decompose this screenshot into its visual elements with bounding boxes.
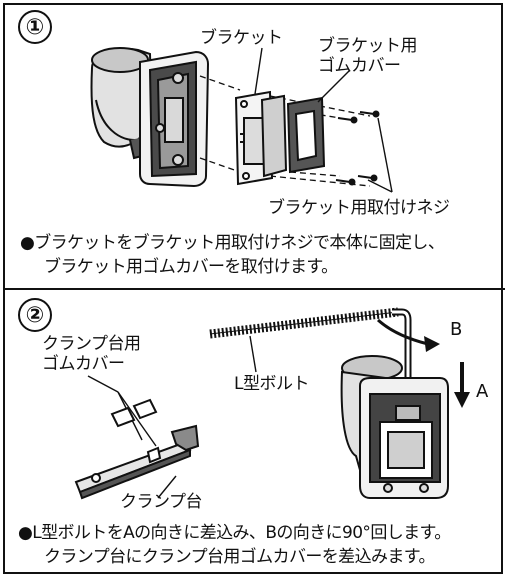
step2-caption-line2: クランプ台にクランプ台用ゴムカバーを差込みます。 (44, 547, 435, 567)
screws (335, 110, 380, 186)
clamp-rubber-covers (110, 398, 158, 428)
step2-number: ② (18, 298, 52, 332)
label-arrow-a: A (476, 381, 488, 402)
l-bolt (209, 307, 412, 420)
camera-body-2 (340, 355, 449, 499)
label-arrow-b: B (450, 319, 462, 340)
arrow-b-head (424, 336, 440, 352)
label-rubber-cover-2: ゴムカバー (318, 56, 401, 76)
label-clamp-cover-2: ゴムカバー (42, 354, 125, 374)
label-l-bolt: L型ボルト (234, 374, 309, 394)
leader-lines (254, 47, 393, 193)
step1-caption-line1: ●ブラケットをブラケット用取付けネジで本体に固定し、 (20, 233, 445, 253)
label-clamp-base: クランプ台 (120, 492, 203, 512)
clamp-base (74, 424, 200, 500)
label-bracket-screw: ブラケット用取付けネジ (268, 198, 450, 218)
step2-caption-line1: ●L型ボルトをAの向きに差込み、Bの向きに90°回します。 (18, 523, 451, 543)
bracket (234, 90, 288, 186)
rubber-cover (286, 96, 326, 174)
label-bracket: ブラケット (200, 28, 283, 48)
section-divider (3, 288, 505, 290)
step1-caption-line2: ブラケット用ゴムカバーを取付けます。 (44, 257, 338, 277)
step1-number: ① (18, 10, 52, 44)
camera-body (90, 47, 210, 188)
label-rubber-cover-1: ブラケット用 (318, 36, 418, 56)
label-clamp-cover-1: クランプ台用 (42, 334, 141, 354)
arrow-a-head (454, 392, 470, 408)
rotation-arrow-b (377, 318, 429, 346)
